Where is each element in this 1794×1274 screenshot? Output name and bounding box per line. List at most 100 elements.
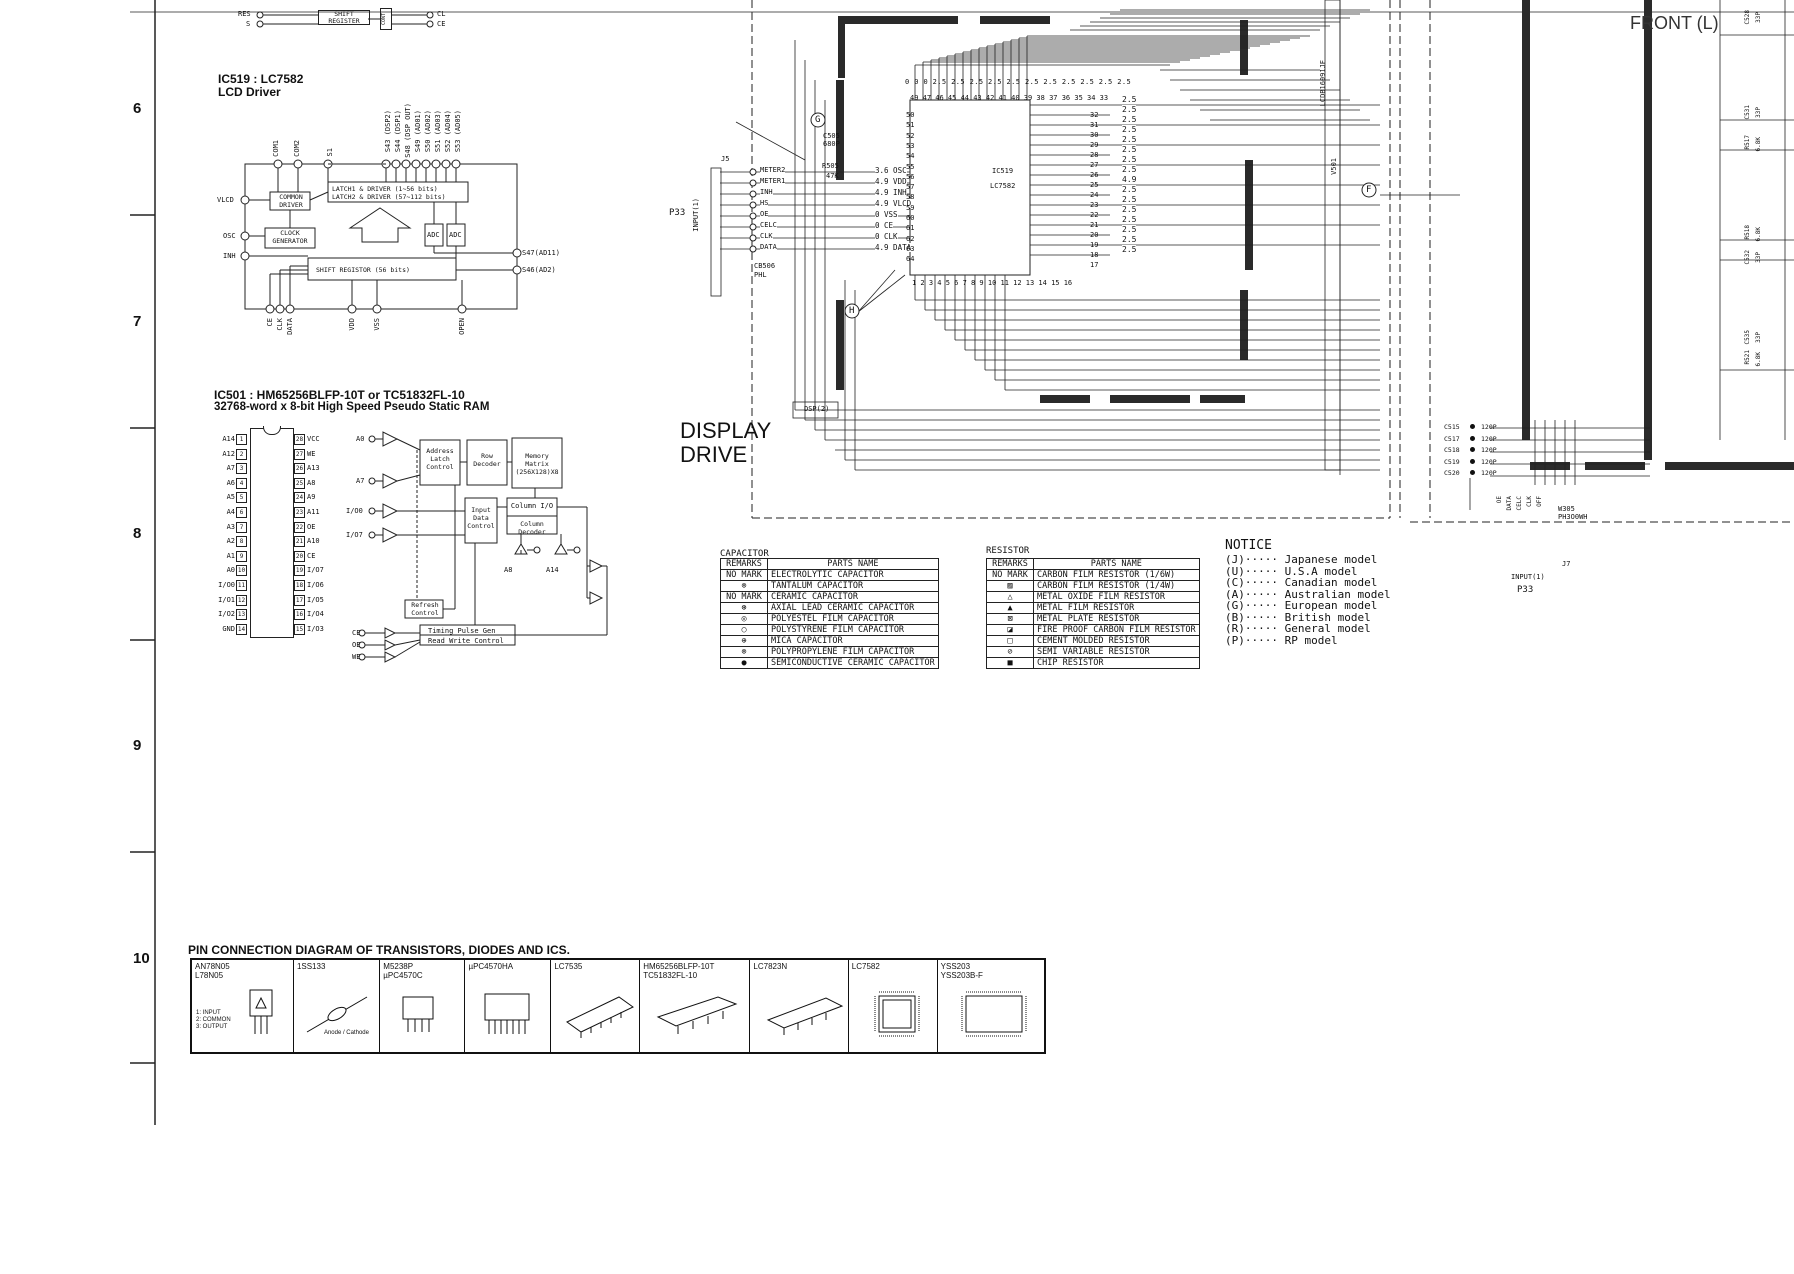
ic501-right-pin-label: I/O4 (307, 610, 324, 619)
ic519-pin-s: S (246, 20, 251, 28)
bus-capacitor-value: 120P (1481, 446, 1497, 454)
ic501-right-pin-label: I/O7 (307, 566, 324, 575)
bus-signal-label: OE (1496, 496, 1503, 504)
display-right-pin-number: 25 (1090, 181, 1099, 189)
package-outline-icon (302, 982, 372, 1044)
ic501-right-pin-num: 25 (294, 477, 305, 489)
ic519-pin-cl: CL (437, 10, 446, 18)
ic519-clock-generator: CLOCK GENERATOR (272, 229, 308, 245)
display-right-voltage: 2.5 (1122, 165, 1137, 174)
ic519-pin-ce: CE (266, 318, 274, 327)
display-right-voltage: 2.5 (1122, 135, 1137, 144)
ic501-right-pin-num: 26 (294, 463, 305, 475)
pin-connection-part-name: 1SS133 (296, 962, 326, 971)
ic501-left-pin-label: A14 (222, 435, 235, 443)
right-edge-component-value: 33P (1755, 12, 1762, 23)
ic501-right-pin-num: 17 (294, 594, 305, 606)
display-right-pin-number: 17 (1090, 261, 1099, 269)
pin-connection-cell: µPC4570HA (464, 958, 552, 1054)
ic501-block-col-dec: Column Decoder (518, 520, 546, 536)
ic501-left-pin-num: 12 (236, 594, 247, 606)
resistor_legend-row: ◪FIRE PROOF CARBON FILM RESISTOR (986, 624, 1200, 636)
display-left-pin-number: 62 (906, 234, 915, 243)
ic519-shift-register: SHIFT REGISTOR (56 bits) (316, 266, 410, 274)
ic501-signal-oe: OE (352, 641, 361, 649)
ic519-pin-s46: S46(AD2) (522, 266, 556, 274)
c505-label: C505 (823, 132, 840, 140)
capacitor_legend-remark: ○ (720, 624, 768, 636)
capacitor_legend-remark: NO MARK (720, 591, 768, 603)
display-right-voltage: 2.5 (1122, 95, 1137, 104)
ic501-left-pin-num: 8 (236, 536, 247, 548)
display-right-pin-number: 30 (1090, 131, 1099, 139)
package-outline-icon (857, 982, 937, 1048)
ic501-signal-io0: I/O0 (346, 507, 363, 515)
pin-connection-cell: LC7535 (550, 958, 641, 1054)
ic519-title: IC519 : LC7582 (218, 72, 304, 86)
display-right-pin-number: 31 (1090, 121, 1099, 129)
pin-connection-note: Anode / Cathode (323, 1030, 369, 1036)
ic519-pin-res: RES (238, 10, 251, 18)
input-left: INPUT(1) (692, 198, 700, 232)
notice-line: (G)····· European model (1225, 599, 1378, 612)
ic501-left-pin-num: 6 (236, 507, 247, 518)
ic501-left-pin-label: A0 (226, 566, 235, 575)
ph-label: PH3O0WH (1558, 513, 1588, 521)
display-right-voltage: 2.5 (1122, 115, 1137, 124)
right-edge-component: C528 (1744, 10, 1751, 25)
ic501-left-pin-num: 4 (236, 477, 247, 489)
resistor_legend-row: △METAL OXIDE FILM RESISTOR (986, 591, 1200, 603)
package-outline-icon (559, 982, 639, 1044)
row-number-7: 7 (133, 313, 142, 330)
display-pin-voltage: 4.9 DATA (875, 243, 912, 252)
bus-signal-label: CELC (1516, 496, 1523, 511)
ic501-left-pin-num: 2 (236, 448, 247, 460)
capacitor_legend-part-name: POLYSTYRENE FILM CAPACITOR (767, 624, 939, 636)
package-outline-icon (388, 982, 448, 1044)
resistor_legend-remark: □ (986, 635, 1034, 647)
ic501-left-pin-label: GND (222, 624, 235, 633)
ic501-left-pin-label: A3 (226, 522, 235, 531)
ic501-left-pin-label: I/O2 (218, 610, 235, 619)
notice-line: (R)····· General model (1225, 622, 1371, 635)
display-left-pin-number: 56 (906, 172, 915, 181)
display-signal-celc: CELC (760, 221, 777, 229)
ic501-left-pin-num: 13 (236, 609, 247, 621)
capacitor_legend-part-name: MICA CAPACITOR (767, 635, 939, 647)
display-right-pin-number: 18 (1090, 251, 1099, 259)
capacitor-dot-icon (1470, 470, 1475, 475)
ic501-dip-package (250, 428, 294, 638)
capacitor_legend-head-remarks: REMARKS (720, 558, 768, 570)
capacitor_legend-remark: ◎ (720, 613, 768, 625)
pin-connection-part-name: µPC4570HA (468, 962, 514, 971)
display-right-voltage: 2.5 (1122, 195, 1137, 204)
ic519-adc-2: ADC (449, 231, 462, 239)
right-edge-component-value: 6.8K (1755, 137, 1762, 152)
display-right-voltage: 2.5 (1122, 105, 1137, 114)
c505-value: 680P (823, 140, 840, 148)
ic501-right-pin-num: 21 (294, 536, 305, 548)
marker-f: F (1366, 185, 1372, 195)
ic501-left-pin-label: A2 (226, 537, 235, 546)
package-outline-icon (232, 982, 292, 1044)
ic501-left-pin-label: I/O0 (218, 581, 235, 589)
connector-j5: J5 (721, 155, 730, 163)
resistor_legend-part-name: METAL PLATE RESISTOR (1033, 613, 1200, 625)
resistor_legend-part-name: CHIP RESISTOR (1033, 657, 1200, 669)
ic501-left-pin-num: 11 (236, 580, 247, 591)
ic501-signal-ce: CE (352, 629, 361, 637)
resistor_legend-remark: ▨ (986, 580, 1034, 592)
resistor_legend-part-name: METAL FILM RESISTOR (1033, 602, 1200, 614)
ic519-latch-line2: LATCH2 & DRIVER (57~112 bits) (332, 193, 446, 201)
display-right-voltage: 2.5 (1122, 235, 1137, 244)
ic501-right-pin-num: 18 (294, 580, 305, 591)
resistor_legend-remark: △ (986, 591, 1034, 603)
display-left-pin-number: 63 (906, 244, 915, 253)
ic501-right-pin-label: A9 (307, 493, 316, 502)
